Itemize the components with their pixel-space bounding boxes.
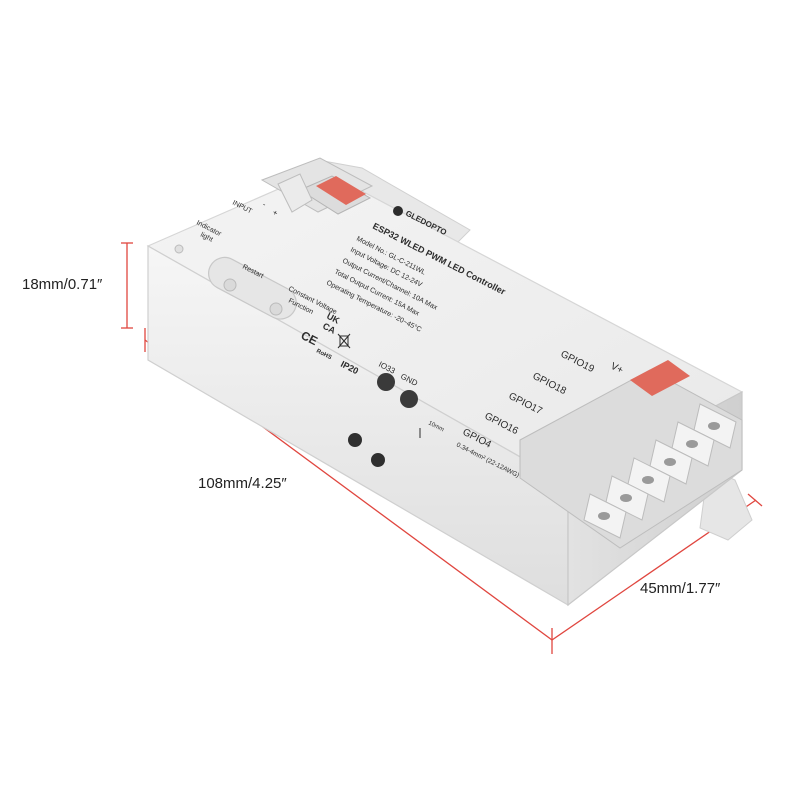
weee-bin-icon [337, 333, 351, 349]
height-label: 18mm/0.71″ [22, 276, 103, 293]
terminal-slot-vplus[interactable] [708, 422, 720, 430]
io33-hole[interactable] [377, 373, 395, 391]
input-minus: - [261, 200, 268, 209]
restart-button[interactable] [203, 252, 302, 325]
output-terminal-block[interactable] [519, 360, 743, 549]
front-hole-1 [348, 433, 362, 447]
input-connector[interactable] [260, 157, 374, 215]
terminal-slot-gpio17[interactable] [642, 476, 654, 484]
input-lever-red[interactable] [316, 176, 366, 205]
output-lever-red[interactable] [630, 360, 690, 396]
terminal-slot-gpio4[interactable] [598, 512, 610, 520]
dimension-height: 18mm/0.71″ [22, 242, 133, 329]
gnd-hole[interactable] [400, 390, 418, 408]
terminal-slot-gpio18[interactable] [664, 458, 676, 466]
front-hole-2 [371, 453, 385, 467]
cert-ce: CE [299, 328, 320, 348]
terminal-slot-gpio16[interactable] [620, 494, 632, 502]
brand-logo-icon [393, 206, 403, 216]
indicator-light [174, 244, 184, 254]
width-label: 45mm/1.77″ [640, 580, 721, 597]
length-label: 108mm/4.25″ [198, 475, 287, 492]
terminal-label-vplus: V+ [609, 361, 625, 377]
terminal-slot-gpio19[interactable] [686, 440, 698, 448]
input-plus: + [271, 208, 280, 218]
controller-device: GLEDOPTO ESP32 WLED PWM LED Controller M… [146, 157, 753, 607]
